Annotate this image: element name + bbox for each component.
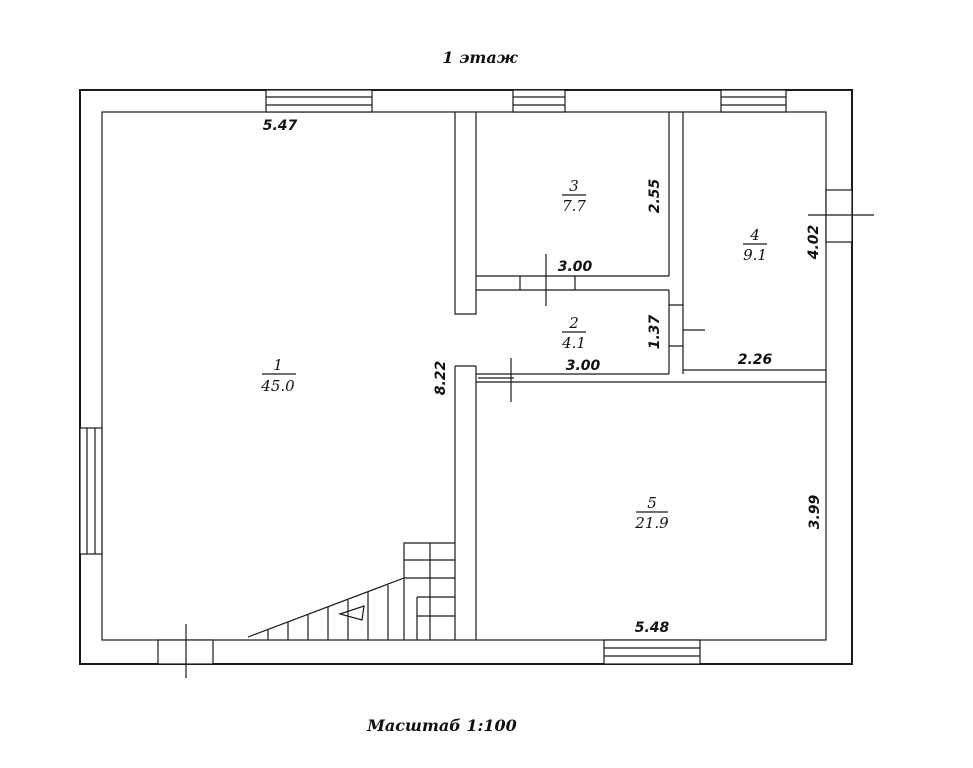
plan-title: 1 этаж xyxy=(442,48,518,67)
dimension-room1-length: 8.22 xyxy=(433,361,449,396)
exterior-wall-inner xyxy=(101,111,827,641)
room-label-5: 5 21.9 xyxy=(634,494,669,532)
window-top-left xyxy=(265,89,373,113)
dimension-room5-width: 5.48 xyxy=(635,620,670,636)
window-top-right xyxy=(720,89,787,113)
dimension-room2-height: 1.37 xyxy=(647,314,663,349)
room-area: 21.9 xyxy=(634,514,669,532)
doors xyxy=(157,189,874,678)
dimension-room3-height: 2.55 xyxy=(647,178,663,213)
room-area: 7.7 xyxy=(562,197,586,215)
exterior-wall-outer xyxy=(79,89,853,665)
room-label-3: 3 7.7 xyxy=(562,177,586,215)
dimension-room4-height: 4.02 xyxy=(806,225,822,261)
dimension-room5-height: 3.99 xyxy=(807,494,823,529)
room-label-4: 4 9.1 xyxy=(743,226,767,264)
room-number: 5 xyxy=(647,494,657,512)
plan-scale: Масштаб 1:100 xyxy=(366,716,517,735)
staircase xyxy=(247,542,455,640)
room-number: 2 xyxy=(568,314,579,332)
dimension-room3-width: 3.00 xyxy=(558,259,593,275)
room-number: 4 xyxy=(749,226,760,244)
room-area: 45.0 xyxy=(260,377,295,395)
interior-walls xyxy=(454,112,826,640)
window-bottom-right xyxy=(603,639,701,665)
room-number: 3 xyxy=(569,177,579,195)
room-number: 1 xyxy=(273,356,283,374)
dimension-room2-width: 3.00 xyxy=(566,358,601,374)
room-area: 9.1 xyxy=(743,246,767,264)
room-area: 4.1 xyxy=(561,334,586,352)
room-label-2: 2 4.1 xyxy=(561,314,586,352)
window-left xyxy=(79,427,103,555)
dimension-room1-width: 5.47 xyxy=(263,118,298,134)
dimension-room4-width: 2.26 xyxy=(738,352,773,368)
window-top-middle xyxy=(512,89,566,113)
room-label-1: 1 45.0 xyxy=(260,356,296,395)
windows xyxy=(79,89,787,665)
